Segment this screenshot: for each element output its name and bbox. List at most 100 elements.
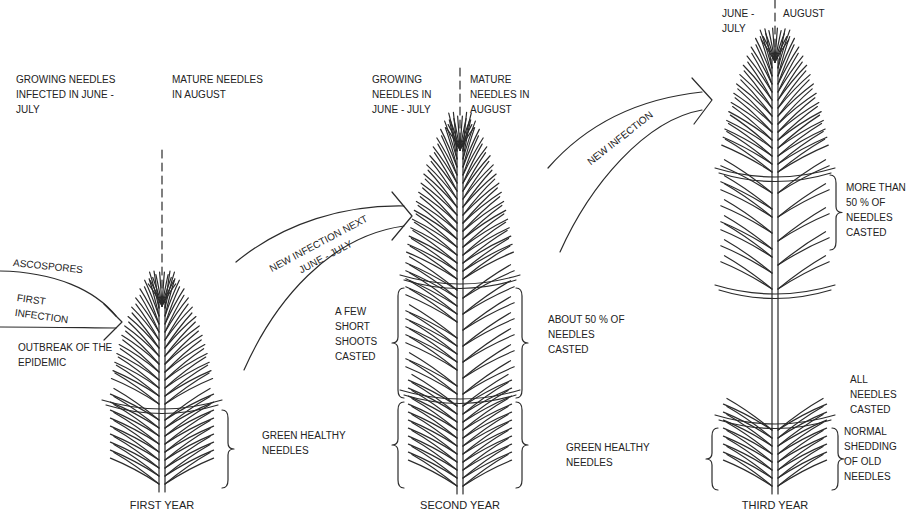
pine-needle (463, 113, 471, 151)
arrow-head (104, 304, 122, 340)
pine-needle (414, 222, 457, 255)
curly-brace (706, 428, 718, 490)
pine-needle (463, 430, 508, 462)
whorl-line (719, 290, 831, 299)
pine-needle (778, 438, 823, 470)
pine-needle (463, 231, 507, 263)
pine-needle (413, 231, 457, 263)
arrow-line (548, 92, 702, 168)
arrow-head (692, 78, 712, 124)
pine-needle (463, 303, 514, 330)
pine-needle (730, 115, 772, 148)
pine-needle (778, 214, 829, 241)
pine-needle (114, 412, 159, 444)
arrow-head (392, 192, 412, 240)
annotation-label: NEW INFECTION (584, 107, 656, 168)
pine-needle (463, 205, 502, 239)
whorl-line (715, 415, 835, 424)
pine-needle (160, 272, 162, 306)
pine-needle (115, 373, 159, 404)
curly-brace (516, 288, 528, 398)
pine-needle (727, 438, 772, 470)
pine-needle (412, 446, 457, 478)
pine-needle (114, 420, 159, 452)
annotation-label: MATURE NEEDLES IN AUGUST (470, 72, 542, 117)
pine-needle (463, 287, 514, 314)
pine-needle (463, 422, 508, 454)
dashed-axis (161, 150, 162, 292)
pine-needle (463, 335, 514, 362)
pine-needle (406, 311, 457, 338)
pine-needle (463, 222, 506, 255)
pine-needle (728, 123, 772, 156)
pine-needle (778, 398, 823, 430)
curly-brace (222, 410, 234, 488)
pine-needle (449, 113, 457, 151)
curly-brace (832, 428, 844, 490)
pine-needle (778, 454, 823, 486)
pine-needle (463, 438, 508, 470)
pine-needle (165, 436, 210, 468)
pine-needle (463, 414, 508, 446)
pine-needle (165, 452, 210, 484)
pine-needle (463, 406, 508, 438)
pine-needle (727, 446, 772, 478)
pine-needle (463, 329, 511, 362)
whorl-line (719, 173, 831, 182)
pine-needle (140, 295, 159, 332)
dashed-axis (774, 0, 775, 52)
annotation-label: ALL NEEDLES CASTED (850, 372, 906, 417)
pine-needle (778, 115, 820, 148)
pine-needle (418, 205, 457, 239)
pine-needle (778, 131, 823, 164)
brace-group (222, 175, 844, 490)
pine-needle (725, 139, 772, 172)
annotation-label: ASCOSPORES (12, 255, 83, 277)
pine-needle (460, 116, 462, 150)
pine-needle (420, 197, 457, 231)
curly-brace (392, 402, 404, 488)
annotation-label: JUNE - JULY (722, 6, 772, 36)
pine-needle (463, 297, 511, 330)
pine-needle (463, 313, 511, 346)
pine-needle (727, 430, 772, 462)
pine-needle (162, 272, 164, 306)
year-caption: SECOND YEAR (420, 498, 500, 513)
pine-needle (463, 454, 508, 486)
pine-needle (727, 398, 772, 430)
whorl-line (719, 420, 831, 429)
pine-needle (165, 412, 210, 444)
pine-needle (778, 238, 829, 265)
pine-needle (463, 281, 511, 314)
pine-needle (778, 139, 825, 172)
pine-needle (463, 214, 504, 247)
pine-needle (412, 406, 457, 438)
infection-arrow (548, 78, 712, 252)
needle-group (102, 28, 835, 494)
dashed-axis (459, 68, 460, 142)
whorl-line (404, 280, 516, 289)
pine-needle (775, 28, 777, 62)
pine-needle (463, 246, 510, 279)
curly-brace (392, 288, 404, 398)
pine-needle (773, 28, 775, 62)
year-caption: FIRST YEAR (130, 498, 194, 513)
whorl-line (715, 168, 835, 177)
pine-needle (114, 436, 159, 468)
annotation-label: GROWING NEEDLES IN JUNE - JULY (372, 72, 452, 117)
pine-needle (410, 246, 457, 279)
annotation-label: OUTBREAK OF THE EPIDEMIC (18, 340, 122, 370)
pine-needle (416, 214, 457, 247)
pine-needle (412, 438, 457, 470)
whorl-line (404, 395, 516, 404)
pine-needle (721, 222, 772, 249)
pine-needle (463, 265, 511, 298)
pine-needle (458, 116, 460, 150)
pine-needle (721, 246, 772, 273)
pine-needle (412, 454, 457, 486)
shoot-stem (159, 300, 165, 492)
pine-needle (463, 446, 508, 478)
pine-needle (778, 446, 823, 478)
pine-needle (409, 321, 457, 354)
